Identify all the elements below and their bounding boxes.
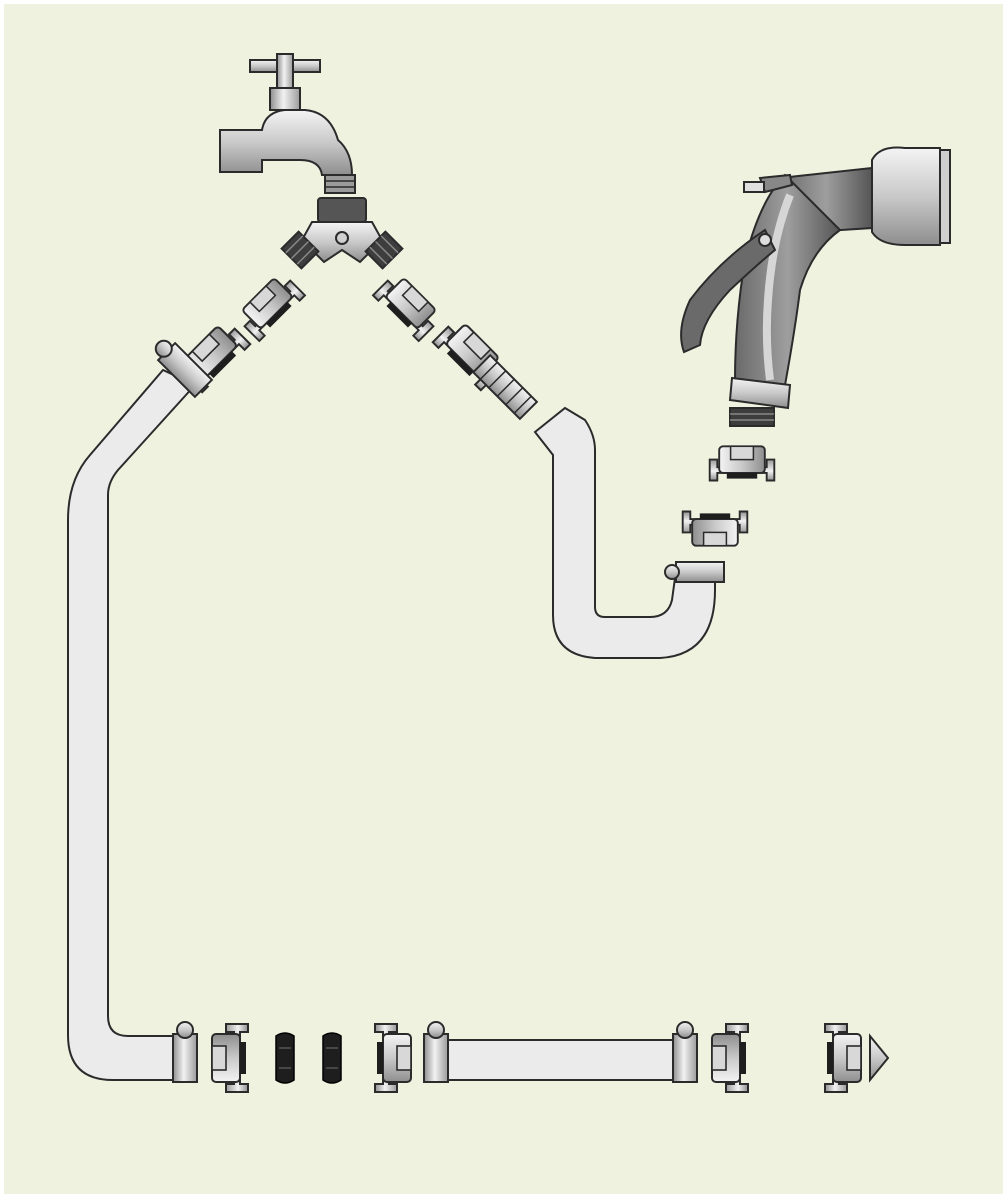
water-tap-icon (219, 53, 356, 194)
hose-clamp-icon (154, 339, 214, 399)
hose-clamp-icon (172, 1021, 198, 1083)
rubber-seal-icon (275, 1032, 295, 1084)
hose-clamp-icon (664, 561, 725, 583)
hose-clamp-icon (423, 1021, 449, 1083)
spray-gun-icon (680, 146, 951, 427)
hose-tail-icon (471, 353, 539, 421)
left-hose (67, 368, 197, 1081)
end-stop-icon (824, 1023, 890, 1093)
rubber-seal-icon (322, 1032, 342, 1084)
right-hose (533, 406, 716, 659)
y-splitter-icon (280, 197, 404, 270)
hose-clamp-icon (672, 1021, 698, 1083)
bottom-hose (444, 1039, 681, 1081)
